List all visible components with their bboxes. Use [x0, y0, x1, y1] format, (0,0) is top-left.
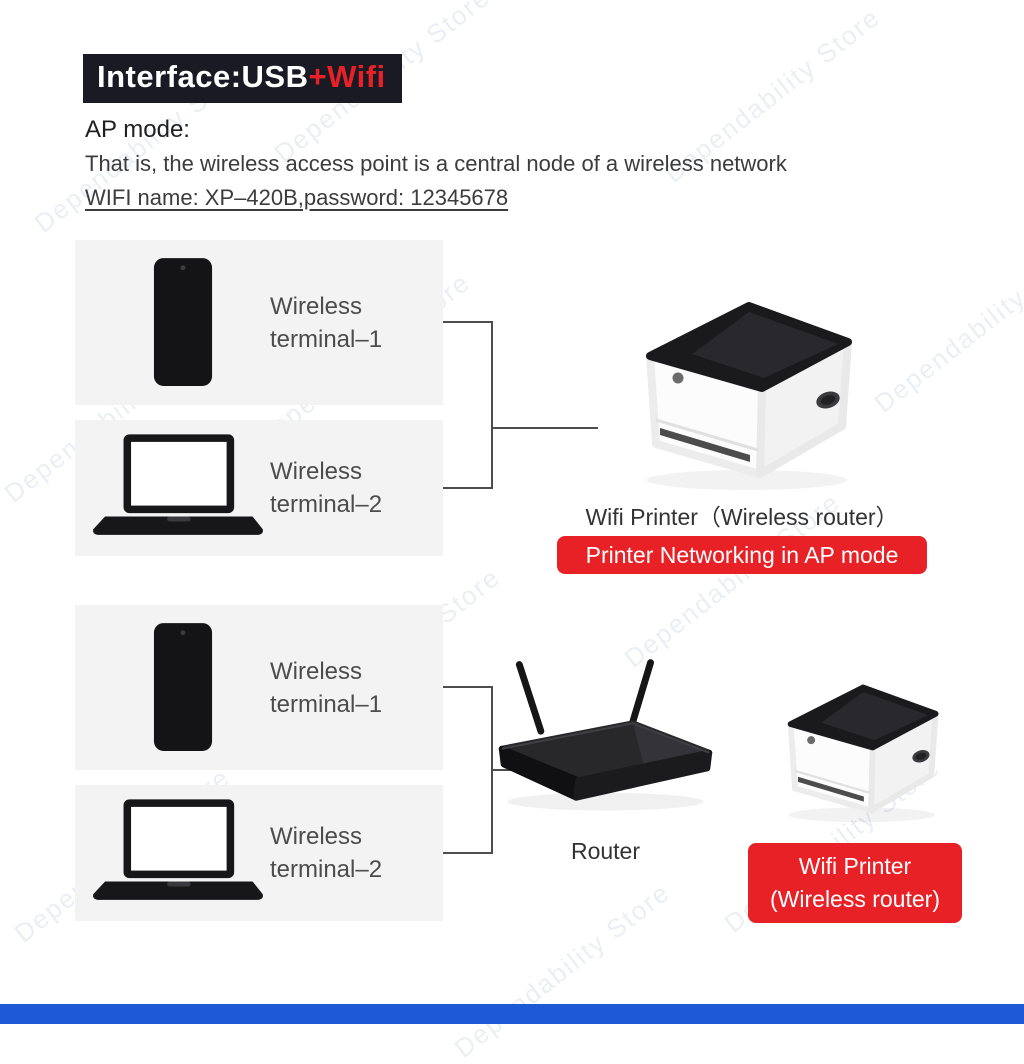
terminal-label-line2: terminal–2	[270, 491, 383, 518]
terminal-label-line2: terminal–2	[270, 856, 383, 883]
router-caption: Router	[570, 838, 641, 864]
ap-mode-banner: Printer Networking in AP mode	[557, 536, 927, 574]
terminal-label-line2: terminal–1	[270, 690, 383, 718]
laptop-icon	[90, 797, 266, 909]
terminal-label: Wireless terminal–2	[270, 820, 382, 886]
terminal-label: Wireless terminal–1	[270, 290, 382, 356]
wifi-credentials: WIFI name: XP–420B,password: 12345678	[85, 185, 509, 210]
wifi-printer-small-image	[748, 645, 968, 828]
smartphone-icon	[152, 255, 214, 389]
terminal-label-line1: Wireless	[270, 292, 363, 320]
footer-bar	[0, 1004, 1024, 1024]
ap-mode-heading: AP mode:	[85, 116, 190, 143]
terminal-box-phone-1: Wireless terminal–1	[75, 240, 443, 405]
terminal-box-phone-2: Wireless terminal–1	[75, 605, 443, 770]
badge-text-wifi: +Wifi	[308, 59, 386, 94]
terminal-label-line1: Wireless	[270, 458, 363, 485]
wifi-printer-banner: Wifi Printer (Wireless router)	[748, 843, 962, 923]
terminal-label-line2: terminal–1	[270, 325, 383, 353]
interface-badge: Interface:USB+Wifi	[83, 54, 402, 103]
badge-text-usb: Interface:USB	[97, 59, 309, 94]
terminal-label-line1: Wireless	[270, 657, 363, 685]
ap-mode-description: That is, the wireless access point is a …	[85, 151, 787, 176]
printer-caption: Wifi Printer（Wireless router）	[585, 504, 899, 530]
terminal-box-laptop-2: Wireless terminal–2	[75, 785, 443, 921]
laptop-icon	[90, 432, 266, 544]
wifi-printer-banner-line1: Wifi Printer	[798, 853, 912, 879]
terminal-label: Wireless terminal–1	[270, 655, 382, 721]
router-image	[488, 652, 723, 824]
wifi-printer-image	[592, 248, 892, 498]
wifi-printer-banner-line2: (Wireless router)	[770, 886, 940, 912]
terminal-box-laptop-1: Wireless terminal–2	[75, 420, 443, 556]
terminal-label: Wireless terminal–2	[270, 455, 382, 521]
watermark-text: Dependability Store	[448, 876, 676, 1064]
smartphone-icon	[152, 620, 214, 754]
terminal-label-line1: Wireless	[270, 823, 363, 850]
